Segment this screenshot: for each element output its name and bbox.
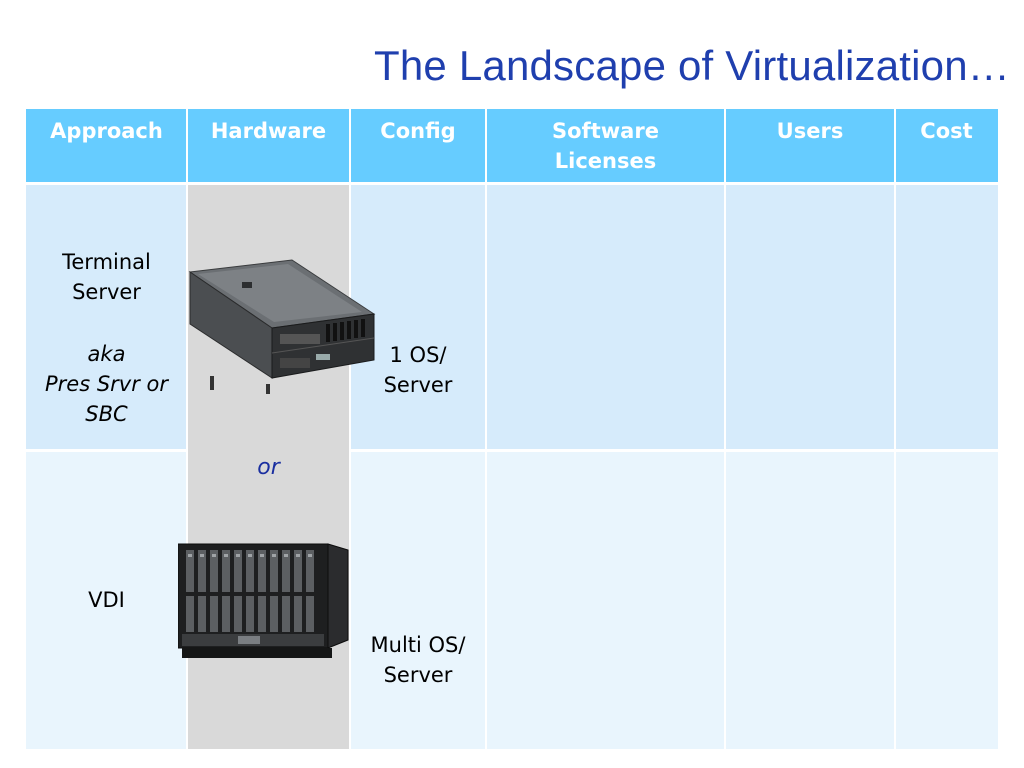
header-users: Users: [725, 109, 895, 183]
approach-server-label: Server: [72, 280, 141, 304]
virtualization-table: Approach Hardware Config Software Licens…: [26, 109, 998, 749]
blade-server-icon: [178, 543, 349, 658]
config-multios-line2: Server: [383, 662, 453, 687]
config-1os-line2: Server: [383, 372, 453, 397]
approach-terminal-label: Terminal: [62, 250, 151, 274]
approach-aka-label: aka: [87, 342, 126, 366]
rack-server-icon: [188, 259, 376, 394]
cell-users-row2: [725, 450, 895, 749]
header-config: Config: [350, 109, 486, 183]
cell-licenses-row1: [486, 183, 725, 450]
cell-cost-row1: [895, 183, 998, 450]
hardware-or-label: or: [257, 455, 280, 480]
header-software-licenses: Software Licenses: [486, 109, 725, 183]
approach-vdi-label: VDI: [88, 587, 125, 612]
header-hardware: Hardware: [187, 109, 350, 183]
header-cost: Cost: [895, 109, 998, 183]
header-approach: Approach: [26, 109, 187, 183]
config-multios-line1: Multi OS/: [370, 632, 466, 657]
cell-approach-terminal-server: Terminal Server aka Pres Srvr or SBC: [26, 183, 187, 450]
cell-cost-row2: [895, 450, 998, 749]
cell-licenses-row2: [486, 450, 725, 749]
cell-config-multios: Multi OS/ Server: [350, 450, 486, 749]
cell-approach-vdi: VDI: [26, 450, 187, 749]
approach-alt-label-2: SBC: [85, 402, 128, 426]
config-1os-line1: 1 OS/: [389, 342, 447, 367]
slide-title: The Landscape of Virtualization…: [373, 42, 1010, 89]
approach-alt-label-1: Pres Srvr or: [44, 372, 169, 396]
cell-users-row1: [725, 183, 895, 450]
